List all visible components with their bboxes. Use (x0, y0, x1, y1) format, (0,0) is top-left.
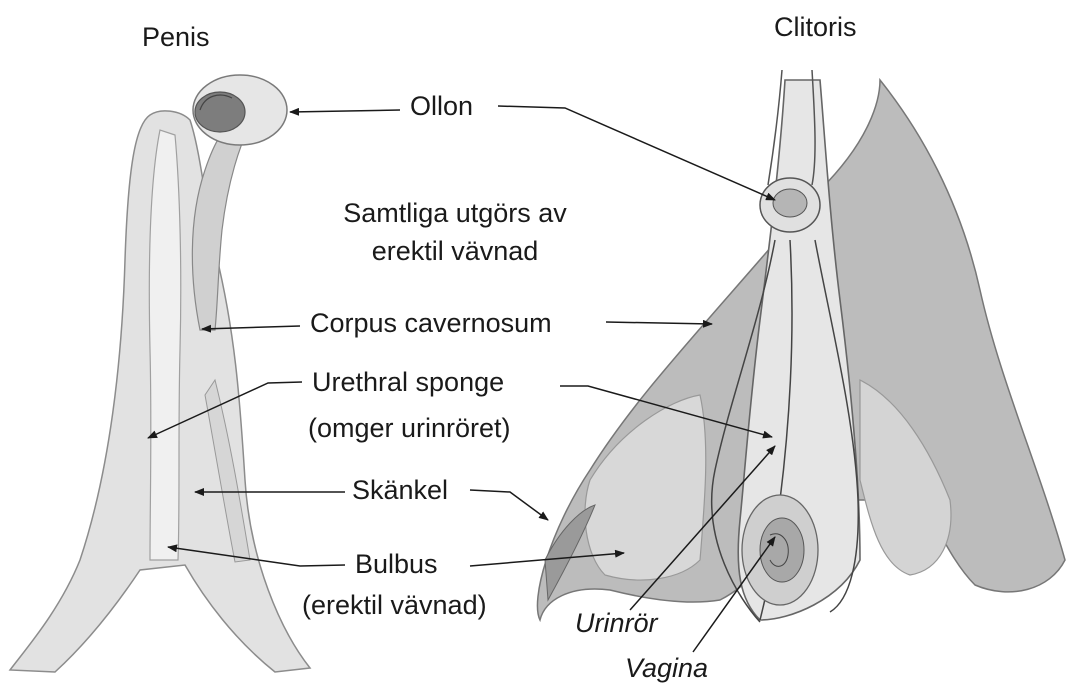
leader-crus-right (470, 490, 548, 520)
clitoris-glans (760, 178, 820, 232)
leader-corpus-right (606, 322, 712, 324)
title-clitoris: Clitoris (774, 12, 857, 43)
penis-illustration (10, 75, 310, 672)
label-urethral-sponge: Urethral sponge (312, 367, 504, 398)
label-common-line1: Samtliga utgörs av (305, 198, 605, 229)
label-urinror: Urinrör (575, 608, 658, 639)
leader-ollon-right (498, 106, 775, 200)
leader-ollon-left (290, 110, 400, 112)
label-ollon: Ollon (410, 91, 473, 122)
label-common-line2: erektil vävnad (305, 236, 605, 267)
clitoris-bulb-left (585, 395, 706, 580)
penis-corpus-column (149, 130, 180, 560)
clitoris-illustration (537, 70, 1065, 622)
penis-glans (193, 75, 287, 145)
label-urethral-sponge-note: (omger urinröret) (308, 413, 511, 444)
label-bulbus: Bulbus (355, 549, 438, 580)
title-penis: Penis (142, 22, 210, 53)
label-bulbus-note: (erektil vävnad) (302, 590, 487, 621)
vaginal-opening (742, 495, 818, 605)
label-vagina: Vagina (625, 653, 708, 684)
label-corpus-cavernosum: Corpus cavernosum (310, 308, 552, 339)
label-skankel: Skänkel (352, 475, 448, 506)
